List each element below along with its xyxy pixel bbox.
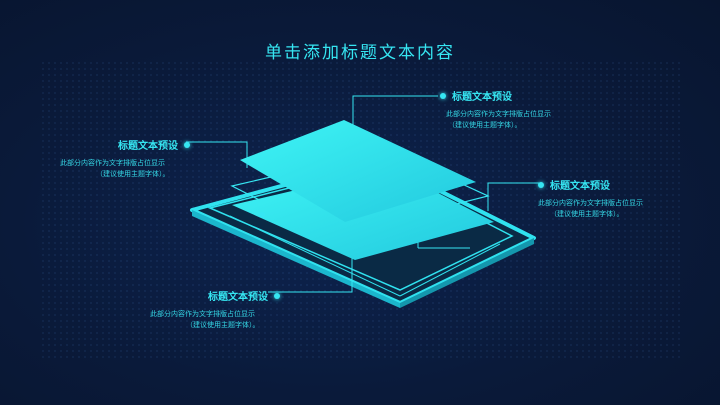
bullet-dot-icon	[184, 141, 190, 148]
text-block-right: 标题文本预设 此部分内容作为文字排版占位显示 （建议使用主题字体）。	[538, 177, 698, 220]
block-title[interactable]: 标题文本预设	[452, 92, 512, 103]
top-layer	[240, 120, 476, 222]
text-block-left: 标题文本预设 此部分内容作为文字排版占位显示 （建议使用主题字体）。	[60, 137, 190, 180]
block-desc-line1[interactable]: 此部分内容作为文字排版占位显示	[150, 310, 255, 318]
bullet-dot-icon	[538, 181, 544, 188]
block-desc-line2[interactable]: （建议使用主题字体）。	[448, 121, 522, 129]
bullet-dot-icon	[440, 92, 446, 99]
block-desc-line1[interactable]: 此部分内容作为文字排版占位显示	[446, 110, 551, 118]
anchor-dot	[259, 212, 265, 218]
block-desc-line2[interactable]: （建议使用主题字体）。	[96, 170, 170, 178]
page-title[interactable]: 单击添加标题文本内容	[265, 43, 455, 63]
block-desc-line1[interactable]: 此部分内容作为文字排版占位显示	[60, 159, 165, 167]
block-title[interactable]: 标题文本预设	[118, 141, 178, 152]
block-desc-line2[interactable]: （建议使用主题字体）。	[186, 321, 260, 329]
block-desc-line2[interactable]: （建议使用主题字体）。	[550, 210, 624, 218]
bullet-dot-icon	[274, 292, 280, 299]
block-title[interactable]: 标题文本预设	[208, 292, 268, 303]
block-title[interactable]: 标题文本预设	[550, 181, 610, 192]
text-block-bottom: 标题文本预设 此部分内容作为文字排版占位显示 （建议使用主题字体）。	[150, 288, 280, 331]
block-desc-line1[interactable]: 此部分内容作为文字排版占位显示	[538, 199, 643, 207]
text-block-top-right: 标题文本预设 此部分内容作为文字排版占位显示 （建议使用主题字体）。	[440, 88, 600, 131]
